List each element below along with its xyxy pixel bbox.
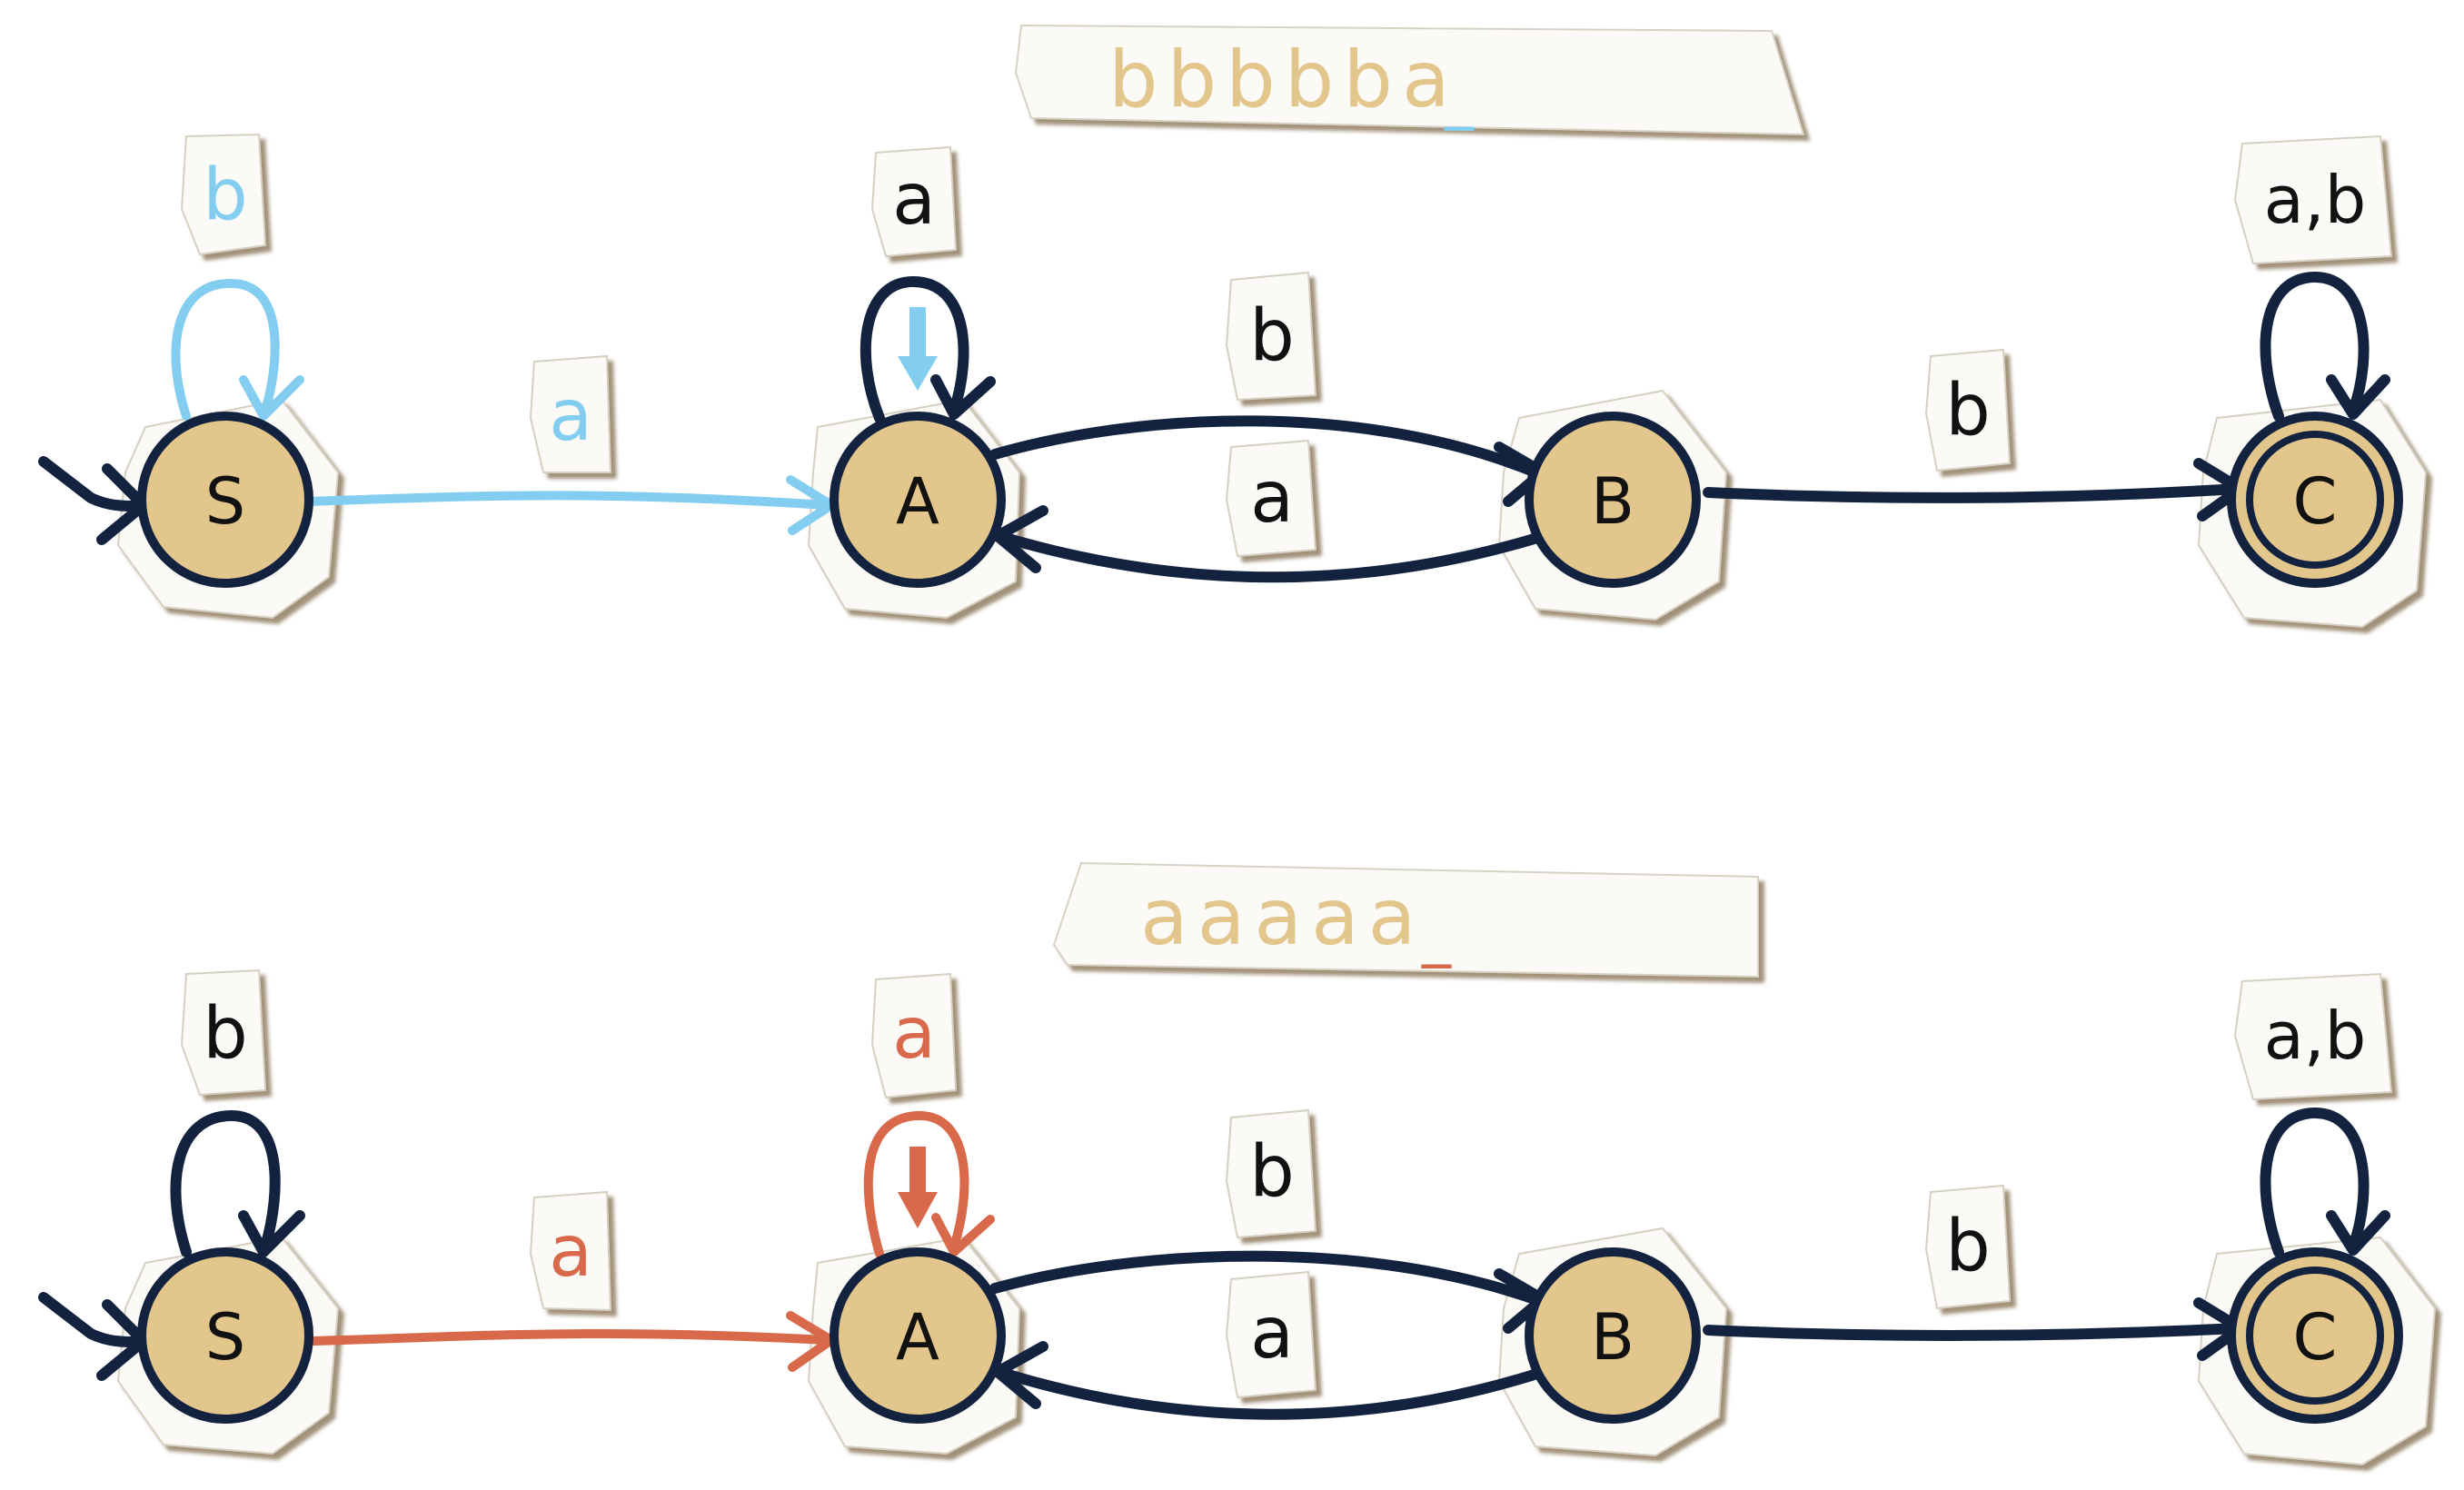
- svg-text:C: C: [2293, 1300, 2338, 1375]
- svg-text:b: b: [1249, 1131, 1295, 1213]
- svg-text:b: b: [203, 154, 248, 236]
- edge-b-c-bottom: [1703, 1297, 2246, 1361]
- label-s-loop-bottom: b: [180, 968, 267, 1097]
- state-a-bottom: A: [830, 1247, 1006, 1424]
- state-c-top: C: [2227, 412, 2403, 588]
- state-s-top: S: [137, 412, 313, 588]
- svg-text:b: b: [203, 993, 248, 1075]
- state-b-bottom: B: [1525, 1247, 1701, 1424]
- edge-s-a-bottom: [309, 1311, 836, 1372]
- state-a-top: A: [830, 412, 1006, 588]
- label-s-a-top: a: [529, 354, 612, 473]
- state-b-top: B: [1525, 412, 1701, 588]
- svg-text:A: A: [896, 1300, 939, 1375]
- automaton-bottom: aaaaa _: [38, 861, 2437, 1466]
- svg-text:b: b: [1249, 295, 1295, 377]
- svg-text:a,b: a,b: [2264, 162, 2367, 238]
- svg-text:a: a: [549, 1211, 592, 1293]
- tape-cursor-bottom: _: [1421, 902, 1460, 969]
- label-c-loop-top: a,b: [2233, 134, 2393, 265]
- svg-text:S: S: [205, 464, 245, 539]
- loop-a-bottom: [863, 1110, 995, 1258]
- svg-text:b: b: [1945, 1206, 1991, 1287]
- label-b-c-top: b: [1924, 348, 2012, 472]
- automaton-top: bbbbba _: [38, 24, 2428, 629]
- label-s-a-bottom: a: [529, 1190, 612, 1312]
- svg-text:B: B: [1591, 1300, 1634, 1375]
- state-c-bottom: C: [2227, 1247, 2403, 1424]
- tape-text-bottom: aaaaa: [1140, 872, 1426, 963]
- tape-text-top: bbbbba: [1108, 35, 1459, 125]
- label-b-c-bottom: b: [1924, 1184, 2012, 1310]
- label-a-loop-top: a: [870, 145, 958, 258]
- svg-text:a: a: [892, 159, 936, 241]
- svg-text:a: a: [1250, 457, 1294, 539]
- loop-c-bottom: [2260, 1107, 2390, 1257]
- svg-text:a: a: [549, 375, 592, 457]
- svg-text:a,b: a,b: [2264, 998, 2367, 1074]
- label-b-a-top: a: [1225, 439, 1317, 558]
- edge-s-a-top: [303, 475, 836, 535]
- svg-text:A: A: [896, 464, 939, 539]
- input-tape-top: bbbbba _: [1014, 24, 1805, 136]
- svg-text:b: b: [1945, 370, 1991, 452]
- label-a-loop-bottom: a: [870, 972, 958, 1099]
- edge-b-c-top: [1703, 458, 2246, 522]
- label-b-a-bottom: a: [1225, 1270, 1317, 1399]
- label-a-b-bottom: b: [1225, 1108, 1317, 1239]
- label-c-loop-bottom: a,b: [2233, 972, 2393, 1101]
- tape-cursor-top: _: [1444, 65, 1483, 132]
- loop-a-top: [859, 275, 996, 423]
- loop-s-top: [171, 278, 304, 421]
- input-tape-bottom: aaaaa _: [1052, 861, 1759, 978]
- svg-text:C: C: [2293, 464, 2338, 539]
- svg-text:B: B: [1591, 464, 1634, 539]
- svg-text:a: a: [1250, 1293, 1294, 1375]
- svg-text:a: a: [892, 993, 936, 1075]
- loop-s-bottom: [170, 1109, 305, 1257]
- loop-c-top: [2260, 271, 2390, 422]
- svg-text:S: S: [205, 1300, 245, 1375]
- label-a-b-top: b: [1225, 271, 1317, 402]
- state-s-bottom: S: [137, 1247, 313, 1424]
- label-s-loop-top: b: [180, 133, 267, 256]
